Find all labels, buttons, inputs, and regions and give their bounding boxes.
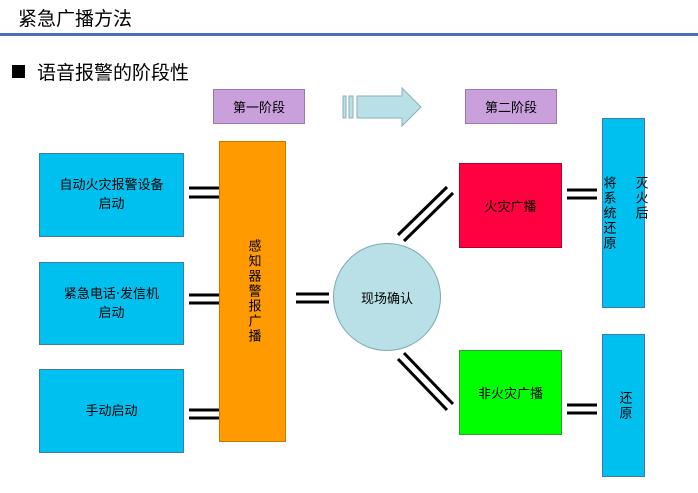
stage-two-label: 第二阶段 xyxy=(465,89,557,124)
section-title: 语音报警的阶段性 xyxy=(37,62,190,84)
source-auto-fire-alarm: 自动火灾报警设备 启动 xyxy=(39,153,184,237)
restore-label: 还原 xyxy=(616,390,632,421)
sensor-alarm-broadcast-label: 感知器警报广播 xyxy=(245,239,261,344)
connector-confirm-fire xyxy=(396,185,455,243)
source-emergency-phone: 紧急电话·发信机 启动 xyxy=(39,262,184,345)
title-divider xyxy=(0,33,698,36)
sensor-alarm-broadcast: 感知器警报广播 xyxy=(219,141,286,442)
stage-progress-arrow-icon xyxy=(342,86,422,128)
non-fire-broadcast-box: 非火灾广播 xyxy=(459,350,562,435)
source-manual-start: 手动启动 xyxy=(39,369,184,453)
square-bullet-icon xyxy=(12,65,25,78)
after-fire-restore-box: 灭火后 将系统还原 xyxy=(600,118,648,308)
section-heading: 语音报警的阶段性 xyxy=(12,58,189,85)
connector-fire-after-fire xyxy=(567,188,597,200)
connector-source2-sensor xyxy=(189,293,219,305)
connector-confirm-non-fire xyxy=(396,351,455,412)
site-confirm-node: 现场确认 xyxy=(333,243,441,351)
connector-source1-sensor xyxy=(189,186,219,199)
stage-one-label: 第一阶段 xyxy=(213,89,305,124)
connector-source3-sensor xyxy=(189,408,219,420)
restore-box: 还原 xyxy=(602,334,645,477)
connector-sensor-confirm xyxy=(296,292,329,304)
page-title: 紧急广播方法 xyxy=(18,8,133,30)
fire-broadcast-box: 火灾广播 xyxy=(459,163,562,248)
connector-non-fire-restore xyxy=(567,403,597,415)
after-fire-restore-label: 灭火后 将系统还原 xyxy=(600,175,648,251)
